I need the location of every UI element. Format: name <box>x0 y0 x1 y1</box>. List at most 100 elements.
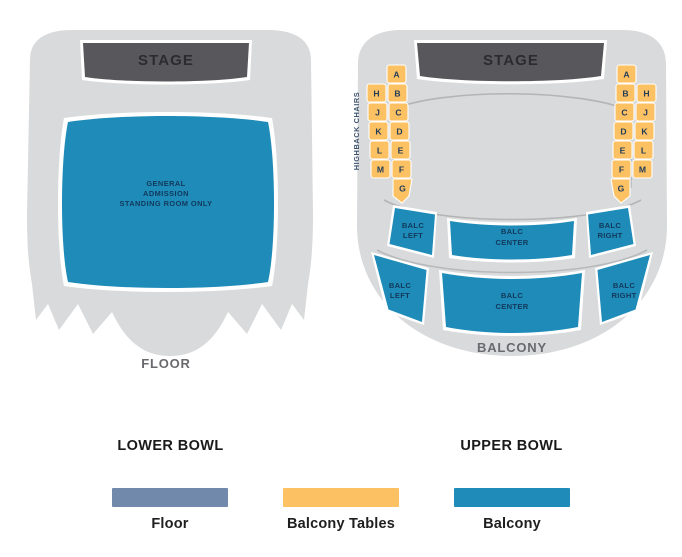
legend-label-balcony: Balcony <box>483 516 541 532</box>
table-F-right[interactable]: F <box>611 159 632 179</box>
table-label-H: H <box>373 89 379 99</box>
ga-block <box>62 116 274 288</box>
upper-bowl-panel: STAGE H J K <box>341 0 682 480</box>
legend-label-balcony-tables: Balcony Tables <box>286 516 396 532</box>
legend-swatch-floor <box>112 488 228 507</box>
table-label-H-right: H <box>643 89 649 99</box>
ga-line-3: STANDING ROOM ONLY <box>119 199 212 208</box>
lower-bowl-panel: STAGE GENERAL ADMISSION STANDING ROOM ON… <box>0 0 341 480</box>
table-F-left[interactable]: F <box>391 159 412 179</box>
left-outer-table-column: H J K L M <box>366 83 391 179</box>
table-D-left[interactable]: D <box>389 121 410 141</box>
table-J-right[interactable]: J <box>635 102 656 122</box>
legend-swatch-balcony <box>454 488 570 507</box>
table-C-right[interactable]: C <box>614 102 635 122</box>
balc-center-upper[interactable]: BALC CENTER <box>447 218 577 263</box>
upper-arc-top <box>390 92 634 113</box>
table-label-D-left: D <box>396 127 402 137</box>
table-G-right[interactable]: G <box>610 178 631 204</box>
table-label-A-left: A <box>393 70 399 80</box>
table-C-left[interactable]: C <box>388 102 409 122</box>
upper-bowl-shape <box>357 30 667 356</box>
table-A-right[interactable]: A <box>616 64 637 84</box>
balc-right-upper[interactable]: BALC RIGHT <box>586 205 636 258</box>
lower-bowl-stage <box>83 43 249 82</box>
table-E-right[interactable]: E <box>612 140 633 160</box>
table-M[interactable]: M <box>370 159 391 179</box>
balc-left-upper-line-1: BALC <box>402 221 425 230</box>
table-label-C-left: C <box>395 108 401 118</box>
table-label-A-right: A <box>623 70 629 80</box>
table-label-C-right: C <box>621 108 627 118</box>
ga-line-2: ADMISSION <box>143 189 189 198</box>
table-K-right[interactable]: K <box>634 121 655 141</box>
balc-center-upper-line-2: CENTER <box>495 238 528 247</box>
table-label-E-right: E <box>620 146 626 156</box>
table-L[interactable]: L <box>369 140 390 160</box>
table-L-right[interactable]: L <box>633 140 654 160</box>
lower-bowl-diagram: STAGE GENERAL ADMISSION STANDING ROOM ON… <box>27 30 313 371</box>
balc-left-upper[interactable]: BALC LEFT <box>387 205 437 258</box>
table-label-B-right: B <box>622 89 628 99</box>
legend: Floor Balcony Tables Balcony <box>0 488 682 557</box>
legend-swatch-balcony-tables <box>283 488 399 507</box>
table-label-B-left: B <box>394 89 400 99</box>
balc-right-lower-line-1: BALC <box>613 281 636 290</box>
table-label-F-left: F <box>399 165 404 175</box>
balc-center-lower[interactable]: BALC CENTER <box>439 270 585 336</box>
table-label-M: M <box>377 165 384 175</box>
balc-right-lower[interactable]: BALC RIGHT <box>595 252 653 325</box>
balc-right-upper-line-1: BALC <box>599 221 622 230</box>
table-label-J-right: J <box>643 108 648 118</box>
legend-label-floor: Floor <box>151 516 189 532</box>
table-B-left[interactable]: B <box>387 83 408 103</box>
right-inner-table-column: A B C D E <box>610 64 637 204</box>
highback-chairs-label: HIGHBACK CHAIRS <box>352 92 361 170</box>
table-label-J: J <box>375 108 380 118</box>
lower-bowl-caption: LOWER BOWL <box>117 438 224 454</box>
table-D-right[interactable]: D <box>613 121 634 141</box>
balc-left-lower-line-2: LEFT <box>390 291 410 300</box>
table-B-right[interactable]: B <box>615 83 636 103</box>
balc-left-upper-line-2: LEFT <box>403 231 423 240</box>
table-label-F-right: F <box>619 165 624 175</box>
table-H[interactable]: H <box>366 83 387 103</box>
upper-arc-lower <box>376 249 648 274</box>
upper-bowl-caption: UPPER BOWL <box>460 438 563 454</box>
balc-left-lower-line-1: BALC <box>389 281 412 290</box>
left-inner-table-column: A B C D E <box>386 64 413 204</box>
lower-bowl-area-label: FLOOR <box>141 356 191 371</box>
ga-line-1: GENERAL <box>146 179 185 188</box>
table-label-K: K <box>375 127 382 137</box>
balc-right-lower-line-2: RIGHT <box>611 291 636 300</box>
upper-bowl-diagram: STAGE H J K <box>352 30 667 356</box>
table-G-left[interactable]: G <box>392 178 413 204</box>
table-E-left[interactable]: E <box>390 140 411 160</box>
balc-left-lower[interactable]: BALC LEFT <box>371 252 429 325</box>
table-label-D-right: D <box>620 127 626 137</box>
upper-bowl-stage <box>417 43 604 82</box>
table-label-G-right: G <box>618 184 625 194</box>
table-label-M-right: M <box>639 165 646 175</box>
table-H-right[interactable]: H <box>636 83 657 103</box>
table-label-E-left: E <box>398 146 404 156</box>
upper-bowl-area-label: BALCONY <box>477 340 547 355</box>
table-label-G-left: G <box>399 184 406 194</box>
balc-center-lower-line-2: CENTER <box>495 302 528 311</box>
legend-item-balcony-tables[interactable]: Balcony Tables <box>273 488 410 532</box>
balc-center-lower-line-1: BALC <box>501 291 524 300</box>
lower-bowl-stage-label: STAGE <box>138 52 194 69</box>
balc-right-upper-line-2: RIGHT <box>597 231 622 240</box>
legend-item-floor[interactable]: Floor <box>102 488 239 532</box>
table-K[interactable]: K <box>368 121 389 141</box>
table-A-left[interactable]: A <box>386 64 407 84</box>
table-label-L-right: L <box>641 146 646 156</box>
legend-item-balcony[interactable]: Balcony <box>444 488 581 532</box>
table-label-K-right: K <box>641 127 648 137</box>
table-J[interactable]: J <box>367 102 388 122</box>
table-M-right[interactable]: M <box>632 159 653 179</box>
table-label-L: L <box>377 146 382 156</box>
right-outer-table-column: H J K L M <box>632 83 657 179</box>
balc-center-upper-line-1: BALC <box>501 227 524 236</box>
